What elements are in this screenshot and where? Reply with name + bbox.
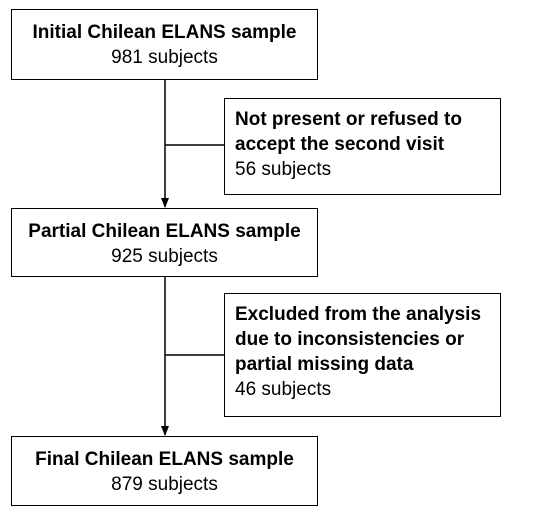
excluded-analysis-box: Excluded from the analysis due to incons… — [224, 293, 501, 417]
excluded-visit-box: Not present or refused to accept the sec… — [224, 98, 501, 195]
excluded-visit-count: 56 subjects — [235, 159, 332, 180]
final-sample-title: Final Chilean ELANS sample — [35, 449, 294, 470]
initial-sample-count: 981 subjects — [111, 47, 218, 68]
excluded-analysis-title-line-2: due to inconsistencies or — [235, 329, 465, 350]
excluded-analysis-title-line-1: Excluded from the analysis — [235, 304, 482, 325]
initial-sample-title: Initial Chilean ELANS sample — [32, 22, 297, 43]
partial-sample-title: Partial Chilean ELANS sample — [28, 221, 301, 242]
final-sample-box: Final Chilean ELANS sample 879 subjects — [11, 436, 318, 506]
excluded-visit-title-line-2: accept the second visit — [235, 134, 445, 155]
initial-sample-box: Initial Chilean ELANS sample 981 subject… — [11, 9, 318, 80]
excluded-analysis-count: 46 subjects — [235, 379, 332, 400]
final-sample-count: 879 subjects — [111, 474, 218, 495]
excluded-analysis-title-line-3: partial missing data — [235, 354, 414, 375]
excluded-visit-title-line-1: Not present or refused to — [235, 109, 462, 130]
partial-sample-box: Partial Chilean ELANS sample 925 subject… — [11, 208, 318, 277]
partial-sample-count: 925 subjects — [111, 246, 218, 267]
